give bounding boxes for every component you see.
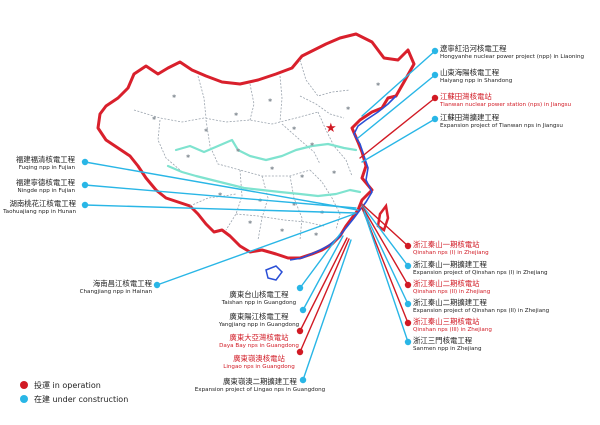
svg-text:✱: ✱ [172,94,177,100]
svg-text:✱: ✱ [314,232,319,238]
marker-dot-lingao [296,348,304,356]
legend-red-dot [20,381,28,389]
leader-line-tianwan-exp [361,118,436,163]
leader-line-taishan [299,233,341,289]
leader-lines [84,50,436,381]
endpoint-dots [81,47,439,384]
marker-dot-qinshan2-exp [404,300,412,308]
leader-line-ningde [84,184,357,209]
marker-dot-tianwan [431,94,439,102]
marker-dot-sanmen [404,338,412,346]
svg-text:✱: ✱ [234,112,239,118]
leader-line-qinshan2 [361,205,409,286]
legend-in-operation-label: 投運 in operation [34,380,101,390]
svg-text:✱: ✱ [280,228,285,234]
leader-line-taohuajiang [84,204,357,214]
svg-text:✱: ✱ [186,154,191,160]
svg-text:✱: ✱ [268,98,273,104]
svg-text:✱: ✱ [258,198,263,204]
svg-text:✱: ✱ [310,142,315,148]
leader-line-haiyang [357,74,436,139]
leader-line-hongyanhe [361,50,436,117]
leader-line-sanmen [363,211,409,343]
marker-dot-changjiang [153,281,161,289]
national-border [96,32,416,260]
svg-text:✱: ✱ [270,166,275,172]
legend: 投運 in operation 在建 under construction [20,378,128,406]
leader-line-fuqing [84,161,359,211]
marker-dot-fuqing [81,158,89,166]
coastline [289,95,397,261]
marker-dot-tianwan-exp [431,115,439,123]
marker-dot-hongyanhe [431,47,439,55]
marker-dot-dayabay [296,327,304,335]
marker-dot-taohuajiang [81,201,89,209]
leader-line-lingao [299,238,350,353]
marker-dot-qinshan3 [404,319,412,327]
beijing-star: ★ [325,121,337,136]
svg-text:✱: ✱ [248,220,253,226]
svg-text:✱: ✱ [346,106,351,112]
marker-dot-taishan [296,284,304,292]
svg-text:✱: ✱ [236,148,241,154]
svg-text:✱: ✱ [300,174,305,180]
svg-text:✱: ✱ [320,210,325,216]
leader-line-yangjiang [302,235,344,311]
legend-under-construction-label: 在建 under construction [34,394,129,404]
marker-dot-yangjiang [299,306,307,314]
leader-line-changjiang [156,213,355,286]
legend-under-construction: 在建 under construction [20,392,128,406]
legend-in-operation: 投運 in operation [20,378,128,392]
marker-dot-haiyang [431,71,439,79]
legend-blue-dot [20,395,28,403]
city-markers: ✱ ✱ ✱ ✱ ✱ ✱ ✱ ✱ ✱ ✱ ✱ ✱ ✱ ✱ ✱ ✱ ✱ ✱ ✱ ✱ ✱ [152,82,381,238]
hainan-outline [265,265,283,281]
leader-line-qinshan1 [361,203,409,247]
svg-text:✱: ✱ [292,126,297,132]
taiwan-outline [376,202,390,232]
svg-text:✱: ✱ [152,116,157,122]
svg-text:✱: ✱ [376,82,381,88]
leader-line-tianwan [359,97,436,159]
rivers [166,138,362,198]
leader-line-qinshan2-exp [361,206,409,305]
marker-dot-qinshan1 [404,242,412,250]
marker-dot-ningde [81,181,89,189]
svg-text:✱: ✱ [218,192,223,198]
leader-line-dayabay [299,237,348,332]
svg-text:✱: ✱ [332,170,337,176]
marker-dot-qinshan1-exp [404,262,412,270]
leader-line-qinshan1-exp [361,204,409,267]
svg-text:✱: ✱ [204,128,209,134]
province-lines [133,59,353,241]
marker-dot-qinshan2 [404,281,412,289]
marker-dot-lingao-exp [299,376,307,384]
svg-text:✱: ✱ [292,202,297,208]
leader-line-lingao-exp [302,239,352,381]
